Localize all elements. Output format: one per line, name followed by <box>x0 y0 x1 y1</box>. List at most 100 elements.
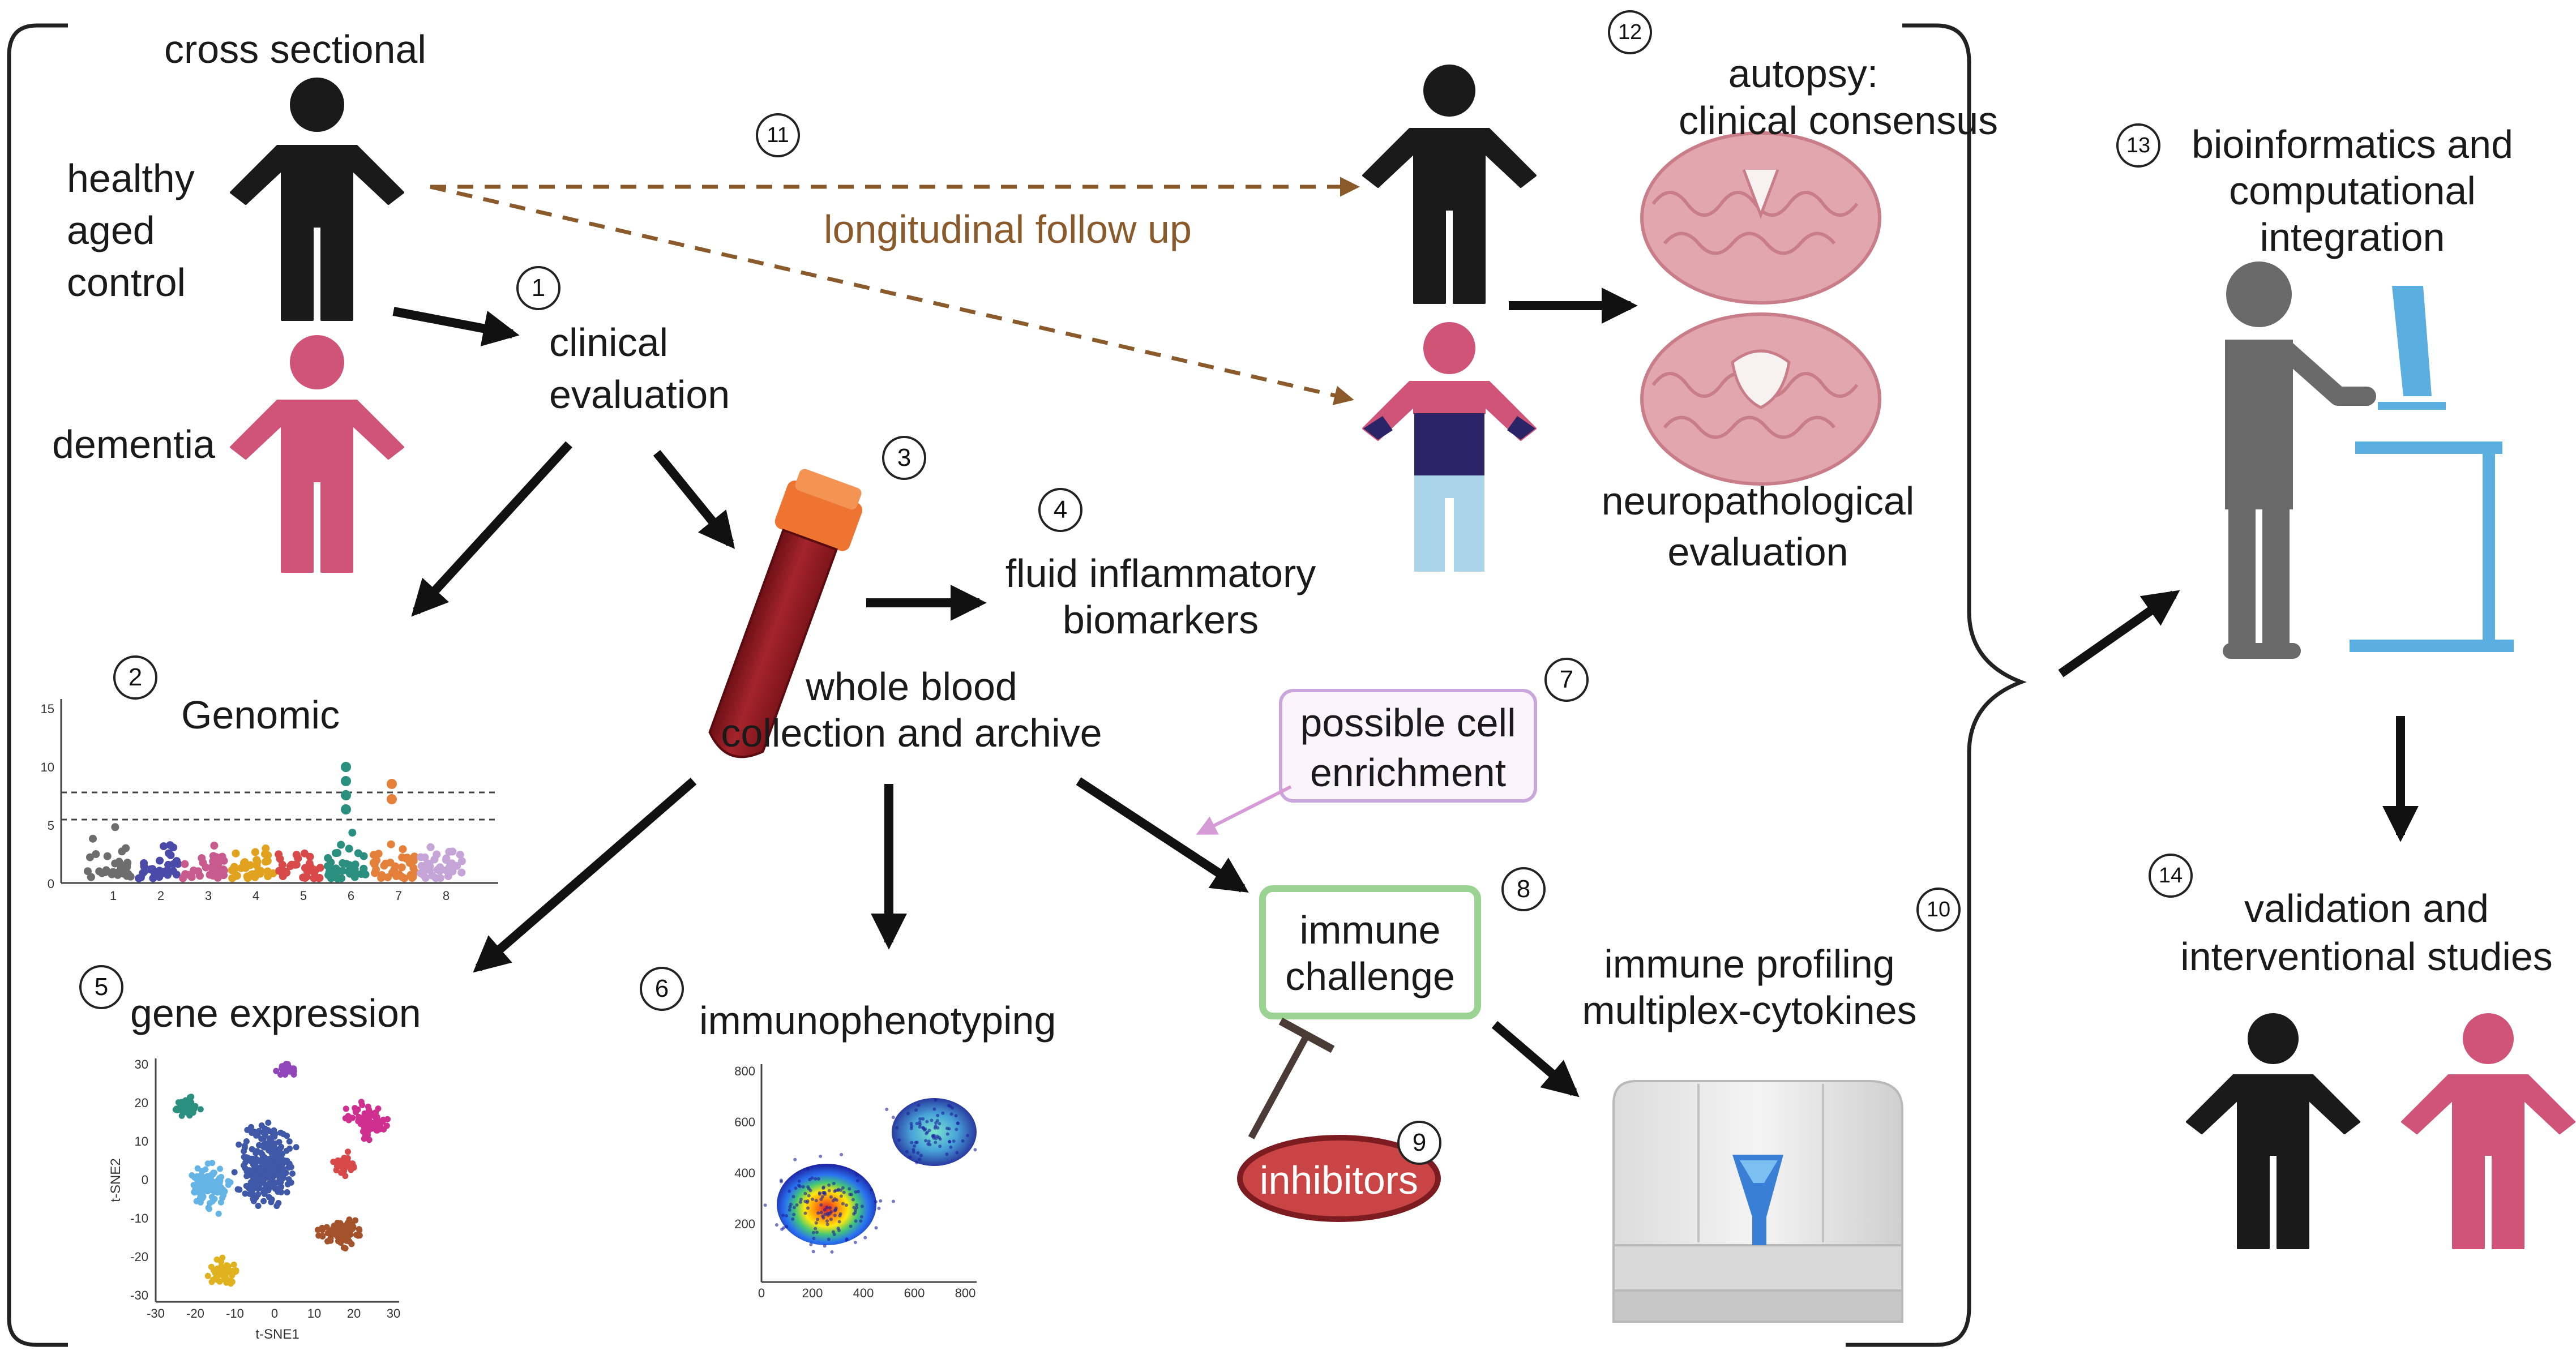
flow-speckle <box>925 1131 928 1135</box>
tsne-point <box>243 1182 250 1189</box>
manhattan-point <box>417 869 425 877</box>
manhattan-peak-point <box>387 794 397 804</box>
label-control: control <box>67 260 186 305</box>
tsne-point <box>280 1131 286 1137</box>
tsne-point <box>253 1156 260 1163</box>
manhattan-x-tick: 5 <box>300 889 307 903</box>
flow-speckle <box>801 1185 805 1189</box>
label-biomarkers: biomarkers <box>1062 598 1259 642</box>
flow-speckle <box>816 1211 820 1215</box>
step-number-4: 4 <box>1038 488 1082 532</box>
manhattan-point <box>448 847 457 856</box>
manhattan-point <box>263 867 272 876</box>
tsne-point <box>271 1127 277 1134</box>
tsne-x-tick: 30 <box>387 1306 400 1321</box>
label-healthy: healthy <box>67 156 195 200</box>
label-interventional: interventional studies <box>2180 934 2553 979</box>
flow-speckle <box>891 1116 895 1120</box>
manhattan-x-tick: 3 <box>205 889 212 903</box>
label-autopsy: autopsy: <box>1728 52 1878 96</box>
manhattan-point <box>325 868 333 877</box>
bioinformatics-person-icon <box>2223 261 2514 659</box>
manhattan-peak-point <box>341 776 351 786</box>
label-genomic: Genomic <box>181 693 340 737</box>
flow-speckle <box>870 1187 873 1191</box>
manhattan-point <box>426 843 435 851</box>
step-number-8: 8 <box>1501 867 1546 911</box>
tsne-point <box>277 1145 284 1152</box>
flow-speckle <box>848 1187 851 1191</box>
tsne-point <box>262 1140 269 1147</box>
tsne-point <box>236 1186 243 1193</box>
manhattan-point <box>302 873 311 881</box>
flow-speckle <box>832 1181 836 1185</box>
flow-speckle <box>851 1198 855 1202</box>
flow-speckle <box>832 1233 836 1236</box>
manhattan-point <box>146 865 155 873</box>
flow-speckle <box>916 1151 920 1155</box>
tsne-point <box>278 1152 285 1159</box>
tsne-point <box>343 1105 349 1112</box>
tsne-point <box>286 1138 293 1145</box>
manhattan-peak-point <box>341 762 351 772</box>
blood-tube-icon <box>708 469 863 758</box>
manhattan-point <box>111 859 119 868</box>
tsne-point <box>284 1061 291 1068</box>
manhattan-point <box>435 867 444 875</box>
label-dementia: dementia <box>52 422 215 466</box>
manhattan-point <box>87 873 95 881</box>
flow-speckle <box>852 1212 856 1216</box>
flow-speckle <box>921 1117 925 1121</box>
tsne-point <box>354 1106 361 1113</box>
tsne-x-tick: 20 <box>347 1306 361 1321</box>
tsne-point <box>345 1148 351 1155</box>
flow-speckle <box>780 1227 784 1231</box>
tsne-point <box>356 1227 363 1233</box>
flow-speckle <box>949 1145 953 1149</box>
tsne-y-tick: -30 <box>130 1288 148 1302</box>
label-challenge: challenge <box>1285 954 1455 998</box>
tsne-point <box>268 1179 275 1186</box>
tsne-point <box>225 1181 232 1188</box>
tsne-point <box>266 1172 272 1178</box>
flow-speckle <box>823 1244 827 1248</box>
tsne-point <box>209 1160 216 1167</box>
tsne-point <box>367 1125 374 1132</box>
flow-y-tick: 800 <box>734 1064 755 1078</box>
tsne-point <box>216 1180 223 1186</box>
label-integration: integration <box>2260 215 2445 259</box>
flow-speckle <box>930 1118 934 1122</box>
manhattan-point <box>139 869 147 877</box>
manhattan-point <box>391 862 400 871</box>
flow-speckle <box>855 1203 859 1207</box>
immune-profiling-machine-icon <box>1612 1080 1903 1323</box>
flow-speckle <box>788 1205 792 1209</box>
right-brace <box>1846 23 2027 1347</box>
tsne-x-tick: 10 <box>307 1306 321 1321</box>
tsne-y-tick: 10 <box>135 1134 148 1148</box>
flow-speckle <box>854 1208 858 1212</box>
tsne-point <box>249 1146 255 1152</box>
label-computational: computational <box>2229 169 2476 213</box>
flow-speckle <box>859 1215 863 1219</box>
tsne-point <box>255 1191 262 1198</box>
tsne-point <box>269 1151 276 1158</box>
flow-speckle <box>938 1144 942 1148</box>
manhattan-point <box>398 853 406 861</box>
step-number-13: 13 <box>2116 123 2160 168</box>
manhattan-point <box>436 874 444 882</box>
tsne-point <box>191 1189 198 1195</box>
flow-speckle <box>798 1200 802 1204</box>
manhattan-point <box>247 871 256 878</box>
flow-speckle <box>945 1132 949 1136</box>
manhattan-point <box>442 856 450 864</box>
manhattan-y-tick: 5 <box>48 818 54 833</box>
step-number-10: 10 <box>1916 888 1961 932</box>
tsne-point <box>209 1276 216 1283</box>
flow-speckle <box>905 1150 909 1154</box>
tsne-point <box>284 1181 291 1187</box>
tsne-point <box>262 1132 269 1139</box>
tsne-point <box>217 1165 224 1172</box>
manhattan-point <box>337 841 345 849</box>
flow-speckle <box>833 1197 837 1201</box>
